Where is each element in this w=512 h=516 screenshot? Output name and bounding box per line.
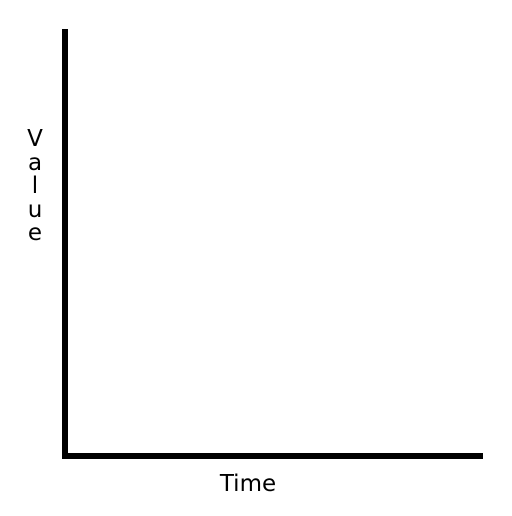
y-axis-label-char: a (27, 149, 43, 176)
y-axis-label-char: l (31, 173, 39, 199)
x-axis-label: Time (219, 471, 277, 497)
y-axis-label-char: e (27, 220, 43, 246)
y-axis-label-char: u (27, 196, 43, 223)
y-axis-label-char: V (27, 126, 43, 152)
